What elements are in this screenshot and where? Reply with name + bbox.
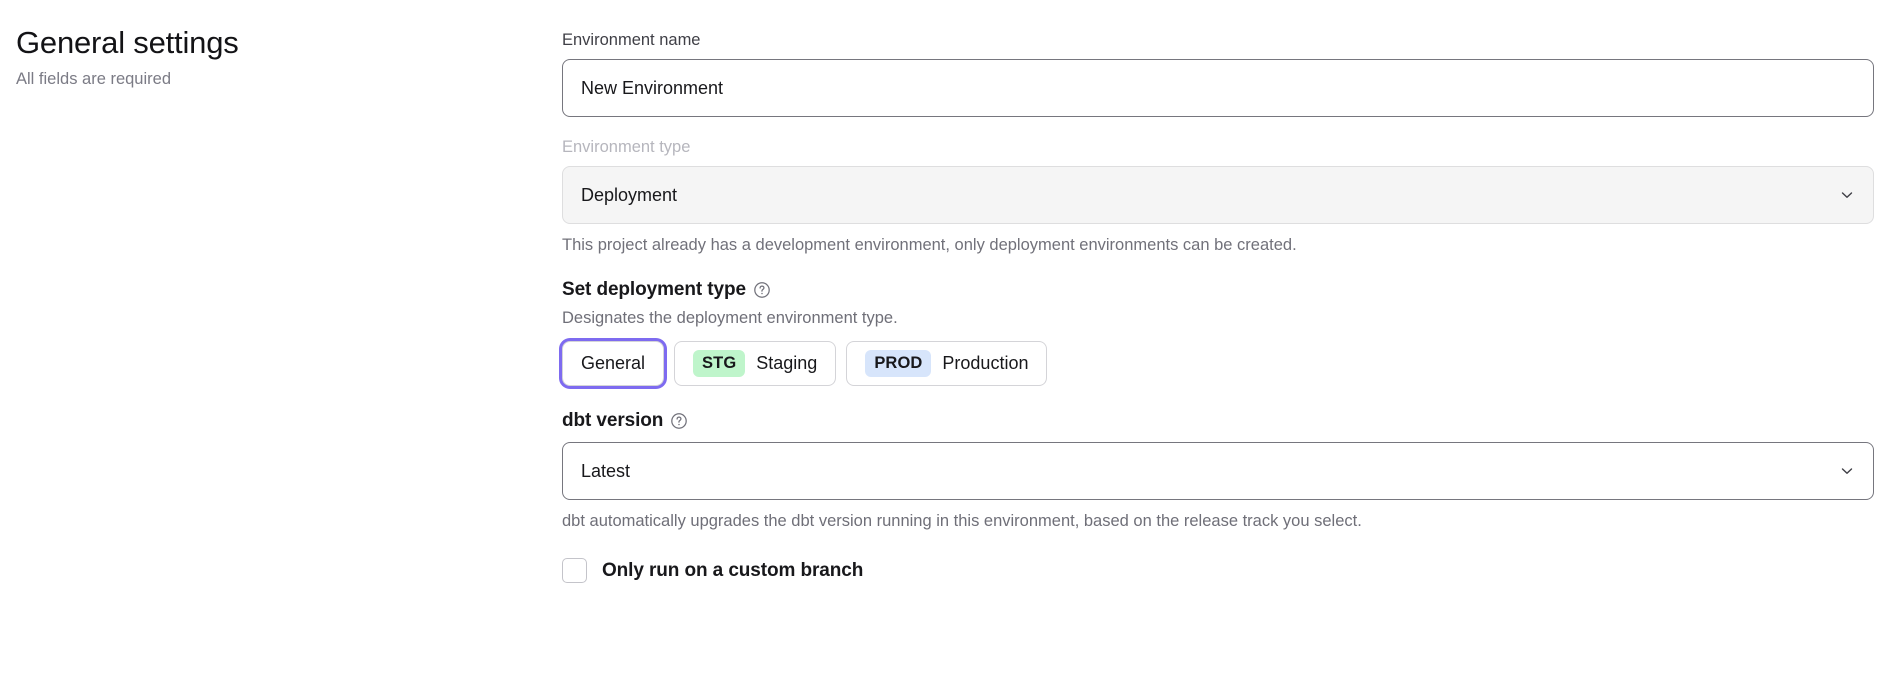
deployment-type-options: General STG Staging PROD Production <box>562 341 1874 386</box>
custom-branch-checkbox[interactable] <box>562 558 587 583</box>
environment-type-value: Deployment <box>581 184 678 205</box>
settings-form-column: Environment name New Environment Environ… <box>562 18 1890 678</box>
page-title: General settings <box>16 25 239 60</box>
deployment-type-description: Designates the deployment environment ty… <box>562 309 898 327</box>
deployment-type-option-general-label: General <box>581 353 646 373</box>
environment-name-field: Environment name New Environment <box>562 28 1874 117</box>
deployment-type-field: Set deployment type Designates the deplo… <box>562 279 1874 386</box>
question-circle-icon[interactable] <box>670 412 688 430</box>
dbt-version-value: Latest <box>581 460 631 481</box>
deployment-type-option-general[interactable]: General <box>562 341 665 386</box>
deployment-type-option-staging-label: Staging <box>756 353 818 373</box>
environment-name-input[interactable]: New Environment <box>562 59 1874 117</box>
deployment-type-title: Set deployment type <box>562 279 746 300</box>
deployment-type-heading: Set deployment type <box>562 279 1874 301</box>
deployment-type-option-staging[interactable]: STG Staging <box>674 341 837 386</box>
dbt-version-label: dbt version <box>562 410 664 431</box>
dbt-version-field: dbt version Latest dbt aut <box>562 410 1874 533</box>
page-subtitle: All fields are required <box>16 70 171 88</box>
chevron-down-icon <box>1839 187 1855 203</box>
deployment-type-option-production-label: Production <box>942 353 1029 373</box>
environment-type-help-text: This project already has a development e… <box>562 236 1297 254</box>
dbt-version-heading: dbt version <box>562 410 1874 432</box>
dbt-version-note: dbt automatically upgrades the dbt versi… <box>562 512 1362 530</box>
chevron-down-icon <box>1839 463 1855 479</box>
environment-type-label: Environment type <box>562 138 691 156</box>
staging-badge: STG <box>693 350 746 377</box>
custom-branch-row: Only run on a custom branch <box>562 558 1874 583</box>
dbt-version-select[interactable]: Latest <box>562 442 1874 500</box>
deployment-type-option-production[interactable]: PROD Production <box>846 341 1048 386</box>
environment-type-select[interactable]: Deployment <box>562 166 1874 224</box>
custom-branch-label[interactable]: Only run on a custom branch <box>602 559 864 581</box>
production-badge: PROD <box>865 350 932 377</box>
settings-intro-column: General settings All fields are required <box>0 18 562 678</box>
environment-type-field: Environment type Deployment This project… <box>562 135 1874 257</box>
environment-name-label: Environment name <box>562 31 701 49</box>
question-circle-icon[interactable] <box>753 281 771 299</box>
